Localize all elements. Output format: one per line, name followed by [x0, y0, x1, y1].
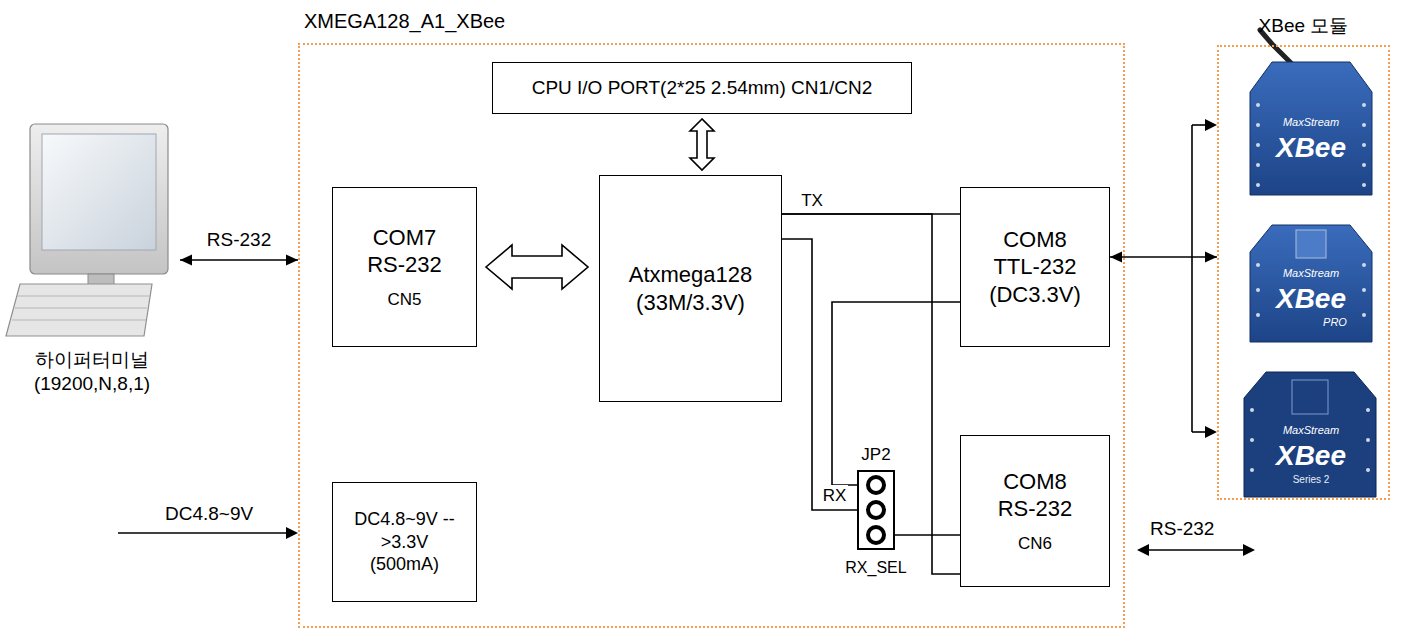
- node-text: XMEGA128_A1_XBee: [304, 9, 505, 34]
- signal-label: RS-232: [205, 228, 273, 252]
- brand-text: MaxStream: [1283, 424, 1339, 438]
- connector: [832, 302, 960, 485]
- pc-illustration: [6, 124, 168, 336]
- node-text: COM8 RS-232: [985, 468, 1085, 523]
- connector: [486, 245, 588, 289]
- jumper-block: JP2RX_SEL: [857, 470, 895, 550]
- node-text: Atxmega128 (33M/3.3V): [611, 261, 771, 316]
- xbee-branch-lines: [1192, 119, 1217, 438]
- connector: [895, 535, 960, 536]
- module-name: XBee: [1276, 130, 1346, 165]
- model-text: PRO: [1323, 316, 1347, 330]
- terminal-pc: 하이퍼터미널 (19200,N,8,1): [4, 120, 180, 402]
- node-text: RX_SEL: [845, 558, 906, 578]
- xbee-module: [1250, 30, 1372, 195]
- com-port-box: COM7 RS-232CN5: [332, 187, 477, 347]
- ttl-port-box: COM8 TTL-232 (DC3.3V): [960, 187, 1110, 347]
- jumper-pin: [866, 500, 886, 520]
- com-port-box: COM8 RS-232CN6: [960, 435, 1110, 587]
- board-outline: XMEGA128_A1_XBeeCPU I/O PORT(2*25 2.54mm…: [298, 43, 1125, 628]
- node-text: XBee 모듈: [1259, 14, 1349, 38]
- node-text: DC4.8~9V -->3.3V (500mA): [350, 508, 460, 576]
- connector: [180, 255, 298, 266]
- xbee-series2-module: [1244, 372, 1376, 497]
- node-text: 하이퍼터미널 (19200,N,8,1): [4, 348, 180, 396]
- power-label: DC4.8~9V: [165, 502, 253, 526]
- connector: [690, 119, 714, 170]
- node-text: CN6: [1018, 533, 1052, 554]
- module-name: XBee: [1276, 438, 1346, 473]
- regulator-box: DC4.8~9V -->3.3V (500mA): [332, 482, 477, 602]
- signal-label: RX: [821, 485, 849, 506]
- connector: [782, 239, 857, 510]
- xbee-pro-module: [1250, 225, 1372, 342]
- rs232-external-arrow: [1137, 544, 1255, 556]
- jumper-pin: [866, 525, 886, 545]
- model-text: Series 2: [1293, 474, 1330, 487]
- brand-text: MaxStream: [1283, 267, 1339, 281]
- connector: [782, 214, 960, 574]
- connector: [1110, 252, 1217, 263]
- io-port-box: CPU I/O PORT(2*25 2.54mm) CN1/CN2: [492, 62, 912, 114]
- node-text: COM7 RS-232: [355, 224, 455, 279]
- node-text: JP2: [861, 444, 890, 465]
- mcu-box: Atxmega128 (33M/3.3V): [599, 175, 782, 402]
- brand-text: MaxStream: [1283, 116, 1339, 130]
- node-text: COM8 TTL-232 (DC3.3V): [980, 226, 1090, 309]
- signal-label: RS-232: [1150, 517, 1214, 541]
- node-text: CPU I/O PORT(2*25 2.54mm) CN1/CN2: [532, 76, 873, 100]
- signal-label: TX: [799, 190, 825, 211]
- node-text: CN5: [387, 289, 421, 310]
- power-input-arrow: [118, 527, 298, 539]
- jumper-pin: [866, 475, 886, 495]
- module-name: XBee: [1276, 281, 1346, 316]
